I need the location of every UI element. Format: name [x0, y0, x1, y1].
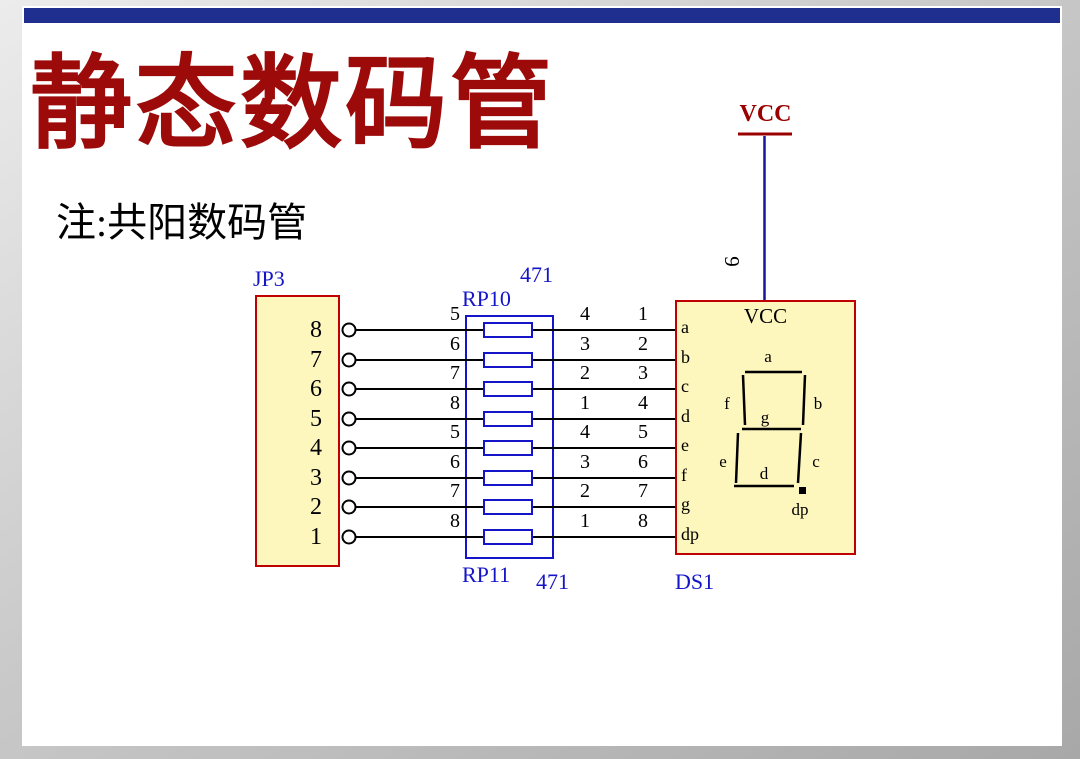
resistor-pack-bottom-value: 471: [536, 569, 569, 594]
display-pin-label: a: [681, 317, 689, 337]
wire-number-display: 1: [638, 303, 648, 325]
wire-number-mid: 3: [580, 451, 590, 473]
wire-number-mid: 2: [580, 362, 590, 384]
vcc-rail-label: VCC: [739, 101, 792, 127]
slide-note: 注:共阳数码管: [56, 200, 308, 245]
connector-jp3-body: [255, 295, 340, 567]
wire-number-mid: 1: [580, 510, 590, 532]
jp3-pin-label: 7: [310, 347, 322, 373]
wire-number-display: 4: [638, 392, 648, 414]
jp3-pin-label: 4: [310, 435, 322, 461]
display-pin-label: c: [681, 376, 689, 396]
wire-number-left: 8: [450, 392, 460, 414]
wire-number-display: 5: [638, 421, 648, 443]
jp3-pin-label: 8: [310, 317, 322, 343]
wire-number-mid: 4: [580, 421, 590, 443]
jp3-pin-label: 5: [310, 406, 322, 432]
resistor-pack-bottom-name: RP11: [462, 562, 511, 587]
jp3-pin-label: 6: [310, 376, 322, 402]
display-pin-label: dp: [681, 524, 699, 544]
vcc-rail-symbol: [738, 132, 792, 300]
display-name-label: DS1: [675, 569, 715, 594]
wire-number-mid: 4: [580, 303, 590, 325]
resistor-pack-body: [465, 315, 554, 559]
display-pin-label: d: [681, 406, 690, 426]
vcc-pin-number: 9: [719, 256, 744, 267]
segment-label-b: b: [813, 394, 823, 413]
wire-number-mid: 2: [580, 480, 590, 502]
wire-number-mid: 1: [580, 392, 590, 414]
slide-title: 静态数码管: [30, 47, 555, 161]
wire-number-left: 6: [450, 451, 460, 473]
wire-number-left: 7: [450, 362, 460, 384]
resistor-pack-top-value: 471: [520, 262, 553, 287]
display-ds1-body: [675, 300, 856, 555]
segment-label-g: g: [760, 408, 770, 427]
display-vcc-pin-label: VCC: [743, 304, 788, 328]
jp3-pin-label: 3: [310, 465, 322, 491]
wire-number-display: 7: [638, 480, 648, 502]
top-accent-bar: [24, 8, 1060, 23]
segment-label-a: a: [764, 347, 772, 366]
wire-number-left: 7: [450, 480, 460, 502]
display-pin-label: g: [681, 494, 690, 514]
jp3-pin-label: 1: [310, 524, 322, 550]
jp3-pin-label: 2: [310, 494, 322, 520]
connector-name-label: JP3: [253, 266, 285, 291]
segment-label-c: c: [812, 452, 820, 471]
slide: 静态数码管 注:共阳数码管: [22, 6, 1062, 746]
segment-label-dp: dp: [791, 500, 809, 519]
segment-label-f: f: [724, 394, 730, 413]
resistor-pack-top-name: RP10: [462, 286, 511, 311]
display-pin-label: e: [681, 435, 689, 455]
wire-number-mid: 3: [580, 333, 590, 355]
wire-number-left: 8: [450, 510, 460, 532]
wire-number-display: 2: [638, 333, 648, 355]
display-pin-label: f: [681, 465, 687, 485]
segment-label-e: e: [719, 452, 727, 471]
connector-pin-circles: [341, 322, 357, 545]
display-pin-label: b: [681, 347, 690, 367]
wire-number-display: 8: [638, 510, 648, 532]
wire-number-display: 3: [638, 362, 648, 384]
wire-number-display: 6: [638, 451, 648, 473]
wire-number-left: 5: [450, 421, 460, 443]
wire-number-left: 5: [450, 303, 460, 325]
segment-label-d: d: [759, 464, 769, 483]
wire-number-left: 6: [450, 333, 460, 355]
